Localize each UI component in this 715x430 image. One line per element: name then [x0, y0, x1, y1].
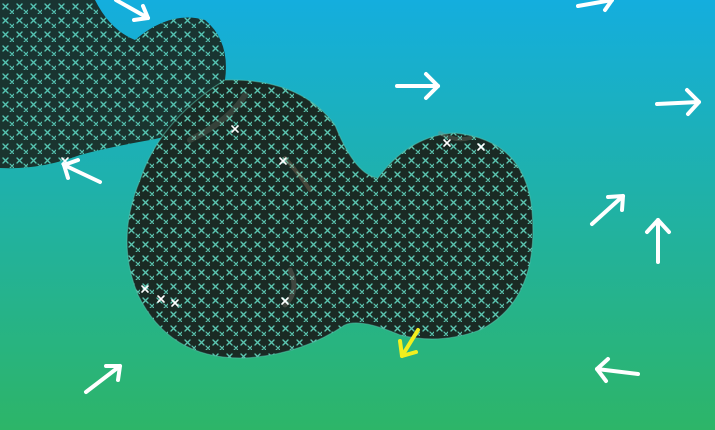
arrow-right-upper — [395, 72, 440, 100]
arrow-up-left-mid — [62, 158, 102, 184]
arrow-right-far — [655, 88, 701, 116]
arrow-layer — [62, 0, 701, 394]
arrow-up-right-bottom — [84, 364, 122, 394]
arrow-down-right-top — [114, 0, 150, 22]
arrow-up — [645, 218, 671, 264]
arrow-down-left-yellow — [398, 328, 420, 358]
arrow-up-right-mid — [590, 194, 625, 226]
main-blob — [61, 79, 534, 359]
arrow-left-bottom — [595, 357, 640, 383]
arrow-up-right-corner — [576, 0, 614, 12]
secondary-blob — [0, 0, 226, 169]
